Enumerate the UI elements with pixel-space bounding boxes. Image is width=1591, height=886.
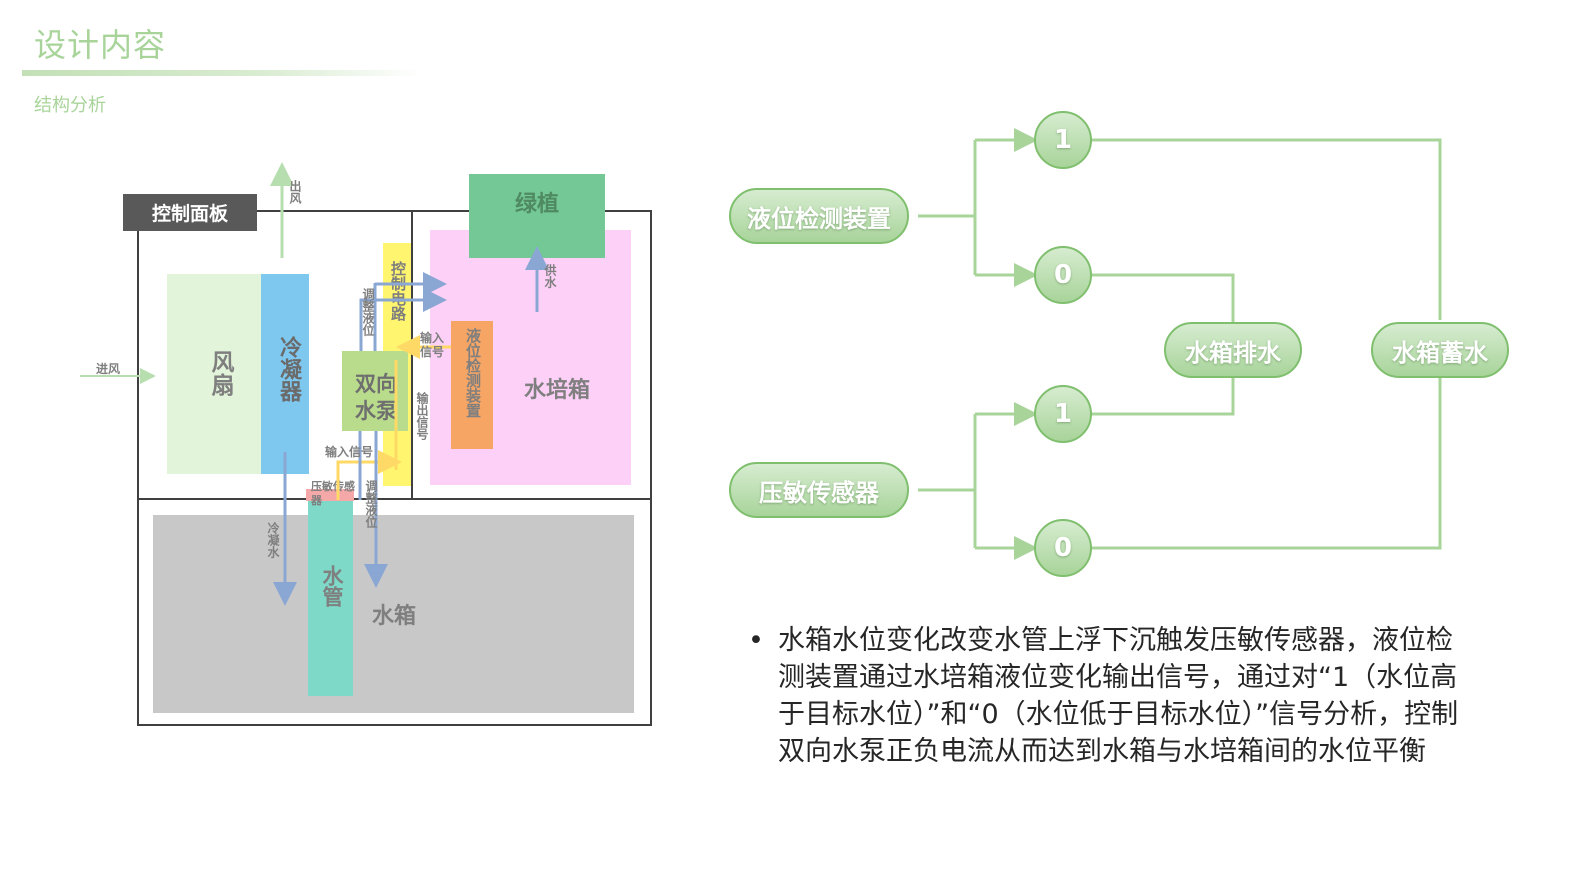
level-sensor-box: [451, 321, 493, 449]
level-sensor-label: 液位检测装置: [464, 328, 482, 418]
page-subtitle: 结构分析: [34, 95, 106, 116]
logic-connectors: [918, 128, 1442, 560]
air-out-label: 出风: [288, 180, 302, 204]
level-device-node: 液位检测装置: [729, 188, 909, 244]
condenser-box: [261, 274, 309, 474]
store-node: 水箱蓄水: [1371, 322, 1509, 378]
condensed-water-label: 冷凝水: [266, 522, 280, 558]
plants-box: 绿植: [469, 174, 605, 258]
pump-label: 双向水泵: [355, 372, 397, 423]
state-0-bottom-node: 0: [1034, 519, 1092, 577]
state-0-top-node: 0: [1034, 246, 1092, 304]
device-frame: [137, 210, 652, 726]
condenser-label: 冷凝器: [276, 336, 301, 402]
output-signal-label: 输出信号: [415, 392, 429, 440]
frame-divider-horizontal: [137, 498, 652, 500]
drain-node: 水箱排水: [1164, 322, 1302, 378]
hydro-tank-label: 水培箱: [524, 378, 591, 403]
adjust-level-bottom-label: 调整液位: [364, 480, 378, 528]
input-signal-bottom-label: 输入信号: [325, 445, 374, 459]
water-tank-label: 水箱: [372, 604, 417, 629]
pressure-sensor-label: 压敏传感器: [311, 480, 355, 507]
fan-label: 风扇: [207, 350, 233, 396]
description-text: 水箱水位变化改变水管上浮下沉触发压敏传感器，液位检测装置通过水培箱液位变化输出信…: [778, 625, 1459, 767]
fan-box: [167, 274, 261, 474]
control-circuit-label: 控制电路: [389, 261, 407, 321]
bullet-marker: •: [748, 625, 764, 656]
pressure-sensor-box: [306, 489, 354, 501]
water-pipe-label: 水管: [320, 565, 344, 607]
page-title: 设计内容: [34, 26, 167, 64]
title-underline: [22, 70, 422, 76]
state-1-top-node: 1: [1034, 111, 1092, 169]
pressure-sensor-node: 压敏传感器: [729, 462, 909, 518]
supply-water-label: 供水: [543, 264, 557, 288]
water-pipe-box: [308, 493, 353, 696]
control-panel-tab: 控制面板: [123, 194, 257, 231]
state-1-bottom-node: 1: [1034, 385, 1092, 443]
air-in-label: 进风: [96, 362, 121, 376]
input-signal-top-label: 输入信号: [420, 331, 445, 359]
adjust-level-top-arrow: [359, 288, 447, 351]
adjust-level-top-label: 调整液位: [361, 288, 375, 336]
flow-arrows: [80, 162, 549, 606]
water-tank-area: [153, 515, 634, 713]
